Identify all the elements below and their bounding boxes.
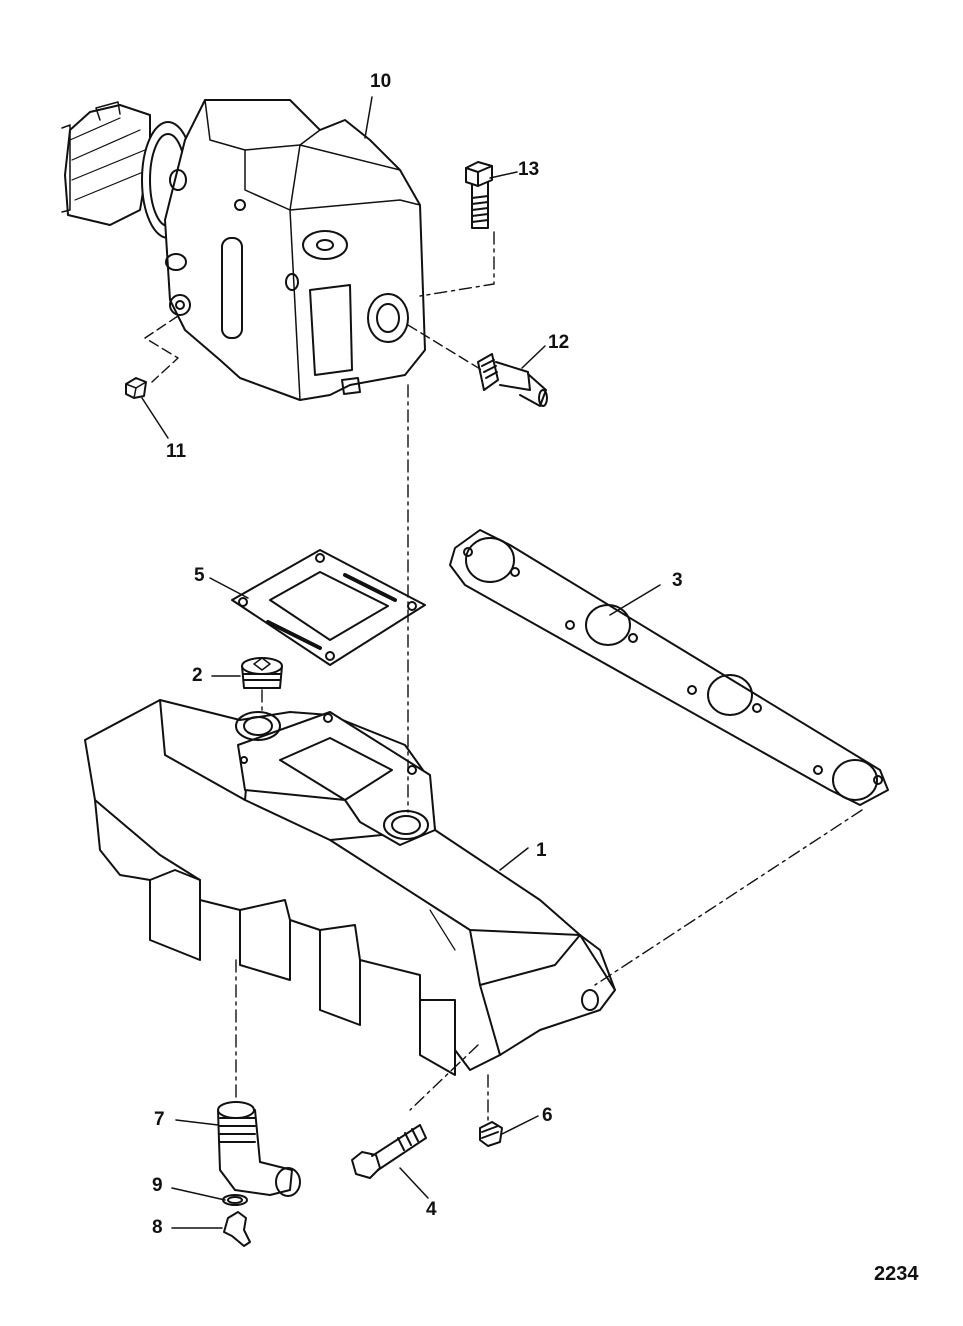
pipe-plug-part	[241, 657, 283, 689]
exhaust-manifold-part	[84, 699, 616, 1076]
elbow-bolt-part	[465, 161, 493, 229]
figure-number: 2234	[874, 1263, 919, 1285]
callout-7: 7	[154, 1109, 165, 1130]
o-ring-part	[222, 1194, 248, 1206]
callout-5: 5	[194, 565, 205, 586]
assembly-lines	[144, 231, 863, 1121]
callout-11: 11	[166, 441, 187, 462]
callout-1: 1	[536, 840, 547, 861]
callout-13: 13	[518, 159, 540, 180]
hose-fitting-part	[477, 353, 548, 407]
callout-6: 6	[542, 1105, 553, 1126]
drain-petcock-part	[223, 1211, 251, 1247]
bolt-part	[351, 1124, 427, 1179]
callout-12: 12	[548, 332, 570, 353]
elbow-fitting-part	[217, 1101, 301, 1197]
callout-2: 2	[192, 665, 203, 686]
manifold-gasket-part	[449, 529, 889, 806]
callout-8: 8	[152, 1217, 163, 1238]
callout-9: 9	[152, 1175, 163, 1196]
callout-10: 10	[370, 71, 392, 92]
small-plug-part	[125, 377, 147, 399]
leader-lines	[141, 96, 661, 1229]
drain-plug-part	[479, 1121, 503, 1147]
exhaust-elbow-part	[61, 99, 426, 401]
elbow-gasket-part	[231, 549, 426, 666]
callout-4: 4	[426, 1199, 437, 1220]
callout-3: 3	[672, 570, 683, 591]
